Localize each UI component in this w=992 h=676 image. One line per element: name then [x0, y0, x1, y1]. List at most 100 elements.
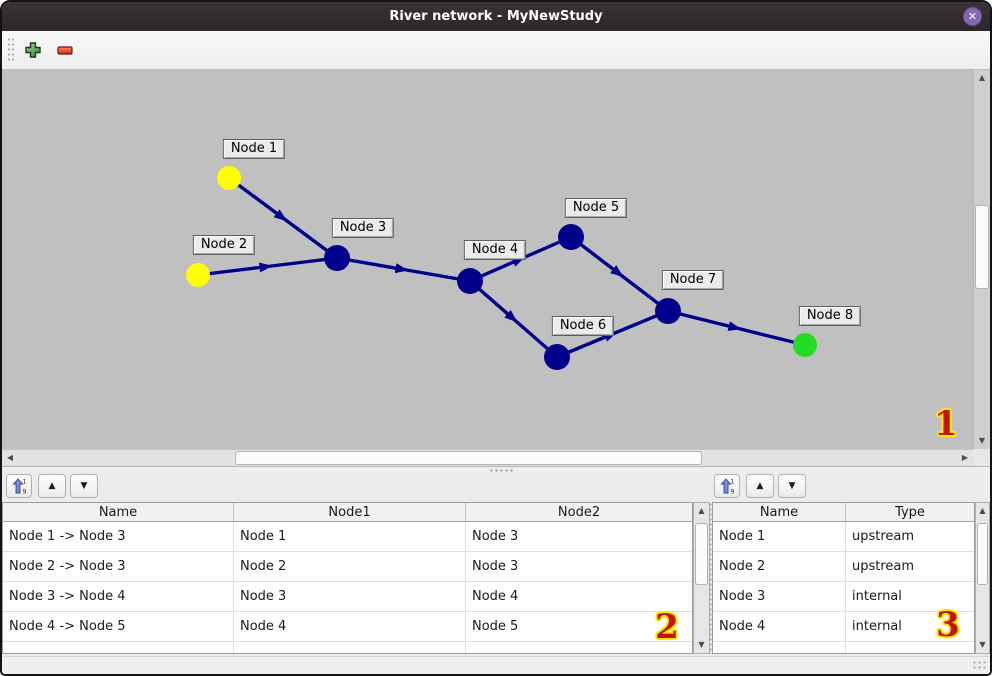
scroll-up-icon[interactable]: ▲: [979, 506, 986, 515]
network-edge[interactable]: [197, 256, 338, 277]
links-table-scroll-thumb[interactable]: [695, 523, 708, 585]
table-cell[interactable]: Node 5: [472, 619, 519, 634]
table-cell[interactable]: Node 2 -> Node 3: [3, 552, 234, 581]
table-row[interactable]: Node 2 upstream: [713, 552, 974, 582]
node-label[interactable]: Node 3: [331, 218, 395, 238]
links-sort-button[interactable]: 1 9: [6, 474, 32, 498]
tables-splitter-handle[interactable]: [709, 502, 712, 654]
close-icon: ✕: [967, 10, 978, 23]
network-node[interactable]: [457, 268, 483, 294]
table-row[interactable]: Node 4 internal: [713, 612, 974, 642]
nodes-table-vscrollbar[interactable]: ▲ ▼: [975, 502, 990, 654]
scroll-down-icon[interactable]: ▼: [979, 640, 986, 649]
nodes-move-down-button[interactable]: ▼: [778, 474, 806, 498]
table-cell[interactable]: upstream: [852, 559, 915, 574]
table-cell[interactable]: internal: [852, 619, 902, 634]
table-cell[interactable]: upstream: [852, 529, 915, 544]
canvas-hscroll-thumb[interactable]: [235, 451, 702, 465]
column-header[interactable]: Name: [3, 503, 234, 521]
nodes-sort-button[interactable]: 1 9: [714, 474, 740, 498]
table-cell[interactable]: Node 4 -> Node 5: [3, 612, 234, 641]
nodes-layer: [186, 166, 817, 370]
table-cell[interactable]: Node 1: [713, 522, 846, 551]
node-label[interactable]: Node 1: [222, 139, 286, 159]
close-button[interactable]: ✕: [963, 7, 982, 26]
down-triangle-icon: ▼: [80, 480, 88, 491]
annotation-number: 3: [936, 605, 960, 645]
node-label[interactable]: Node 5: [564, 198, 628, 218]
table-cell[interactable]: Node 1 -> Node 3: [3, 522, 234, 551]
network-edge[interactable]: [667, 309, 806, 347]
network-node[interactable]: [655, 298, 681, 324]
network-edge[interactable]: [569, 235, 670, 313]
links-table-vscrollbar[interactable]: ▲ ▼: [693, 502, 710, 654]
column-header[interactable]: Type: [895, 504, 925, 520]
sort-1-9-icon: 1 9: [719, 478, 734, 494]
remove-link-button[interactable]: [54, 39, 76, 61]
svg-text:9: 9: [730, 488, 734, 494]
column-header[interactable]: Node1: [234, 503, 466, 521]
table-cell[interactable]: Node 3: [234, 582, 466, 611]
links-move-up-button[interactable]: ▲: [38, 474, 66, 498]
node-label[interactable]: Node 7: [661, 270, 725, 290]
scroll-up-icon[interactable]: ▲: [698, 506, 705, 515]
resize-grip-icon[interactable]: [972, 660, 986, 671]
table-cell[interactable]: Node 3: [713, 582, 846, 611]
table-cell[interactable]: Node 4: [472, 589, 519, 604]
table-cell[interactable]: Node 1: [234, 522, 466, 551]
table-cell[interactable]: [713, 642, 846, 653]
table-cell[interactable]: Node 4: [234, 612, 466, 641]
network-node[interactable]: [186, 263, 210, 287]
table-cell[interactable]: Node 3: [472, 529, 519, 544]
table-cell[interactable]: Node 2: [234, 552, 466, 581]
network-node[interactable]: [544, 344, 570, 370]
nodes-move-up-button[interactable]: ▲: [746, 474, 774, 498]
network-node[interactable]: [217, 166, 241, 190]
table-cell[interactable]: [234, 642, 466, 653]
table-cell[interactable]: Node 4: [713, 612, 846, 641]
network-node[interactable]: [558, 224, 584, 250]
node-label[interactable]: Node 6: [551, 316, 615, 336]
table-cell[interactable]: internal: [852, 589, 902, 604]
scroll-left-icon[interactable]: ◀: [6, 453, 14, 462]
node-label[interactable]: Node 8: [798, 306, 862, 326]
nodes-table-scroll-thumb[interactable]: [977, 523, 988, 585]
scroll-right-icon[interactable]: ▶: [961, 453, 969, 462]
node-label[interactable]: Node 2: [192, 235, 256, 255]
canvas-vscrollbar[interactable]: ▲ ▼: [973, 70, 990, 449]
network-svg[interactable]: [2, 70, 973, 449]
network-node[interactable]: [324, 245, 350, 271]
node-label[interactable]: Node 4: [463, 240, 527, 260]
table-row[interactable]: [713, 642, 974, 653]
network-edge[interactable]: [227, 176, 339, 260]
table-row[interactable]: Node 1 upstream: [713, 522, 974, 552]
scroll-down-icon[interactable]: ▼: [978, 436, 986, 445]
links-move-down-button[interactable]: ▼: [70, 474, 98, 498]
table-cell[interactable]: Node 2: [713, 552, 846, 581]
network-canvas[interactable]: Node 1 Node 2 Node 3 Node 4 Node 5 Node 6 Node…: [2, 70, 973, 449]
toolbar-drag-handle[interactable]: [7, 37, 15, 63]
canvas-hscrollbar[interactable]: ◀ ▶: [2, 449, 973, 466]
svg-text:1: 1: [22, 479, 26, 486]
network-edge[interactable]: [468, 279, 559, 359]
table-cell[interactable]: Node 3 -> Node 4: [3, 582, 234, 611]
network-edge[interactable]: [336, 256, 471, 283]
canvas-vscroll-thumb[interactable]: [975, 205, 989, 289]
column-header[interactable]: Node2: [557, 504, 601, 520]
scroll-down-icon[interactable]: ▼: [698, 640, 705, 649]
table-cell[interactable]: Node 3: [472, 559, 519, 574]
column-header[interactable]: Name: [713, 503, 846, 521]
scroll-up-icon[interactable]: ▲: [978, 73, 986, 82]
network-node[interactable]: [793, 333, 817, 357]
panel-splitter[interactable]: [2, 466, 990, 472]
table-row[interactable]: Node 3 internal: [713, 582, 974, 612]
add-link-button[interactable]: [22, 39, 44, 61]
annotation-number: 2: [655, 607, 679, 647]
table-cell[interactable]: [3, 642, 234, 653]
table-row[interactable]: [3, 642, 692, 653]
